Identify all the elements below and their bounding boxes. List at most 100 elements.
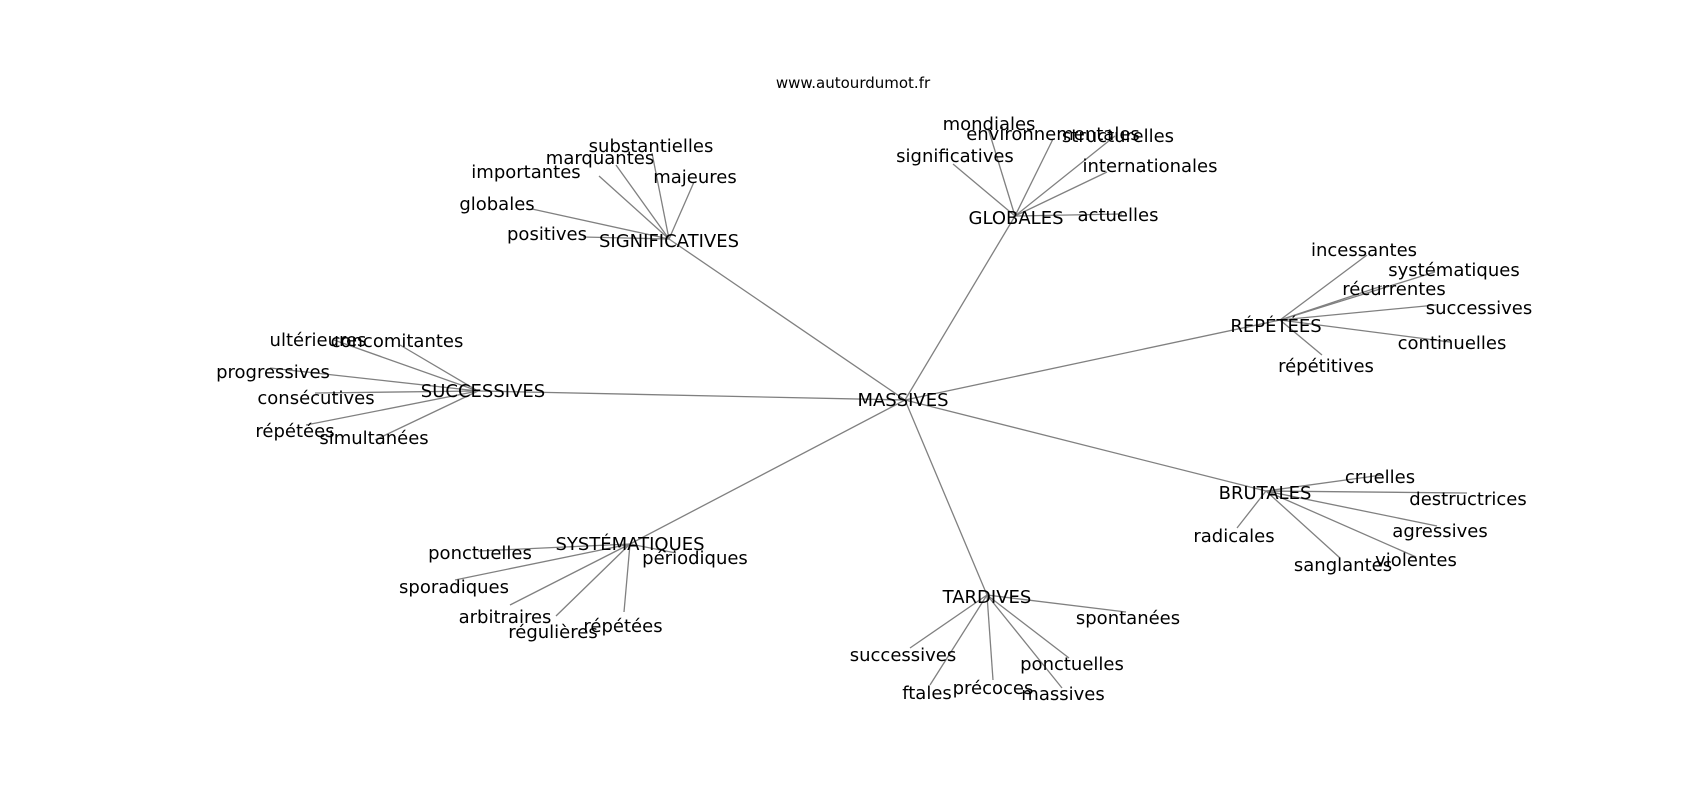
word-node[interactable]: sporadiques (399, 577, 509, 598)
word-node[interactable]: incessantes (1311, 240, 1417, 261)
word-node[interactable]: consécutives (257, 388, 374, 409)
edge-group-to-word (909, 594, 988, 649)
word-node[interactable]: répétitives (1278, 356, 1374, 377)
edge-group-to-word (454, 543, 631, 581)
word-node[interactable]: environnementales (966, 124, 1140, 145)
edge-root-to-group (629, 399, 906, 545)
graph-edges (269, 127, 1468, 689)
edge-root-to-group (904, 399, 988, 596)
edge-group-to-word (555, 543, 631, 617)
edge-group-to-word (314, 390, 479, 394)
edge-group-to-word (986, 594, 1127, 613)
edge-root-to-group (904, 215, 1016, 401)
word-node[interactable]: récurrentes (1342, 279, 1445, 300)
group-node[interactable]: BRUTALES (1219, 483, 1312, 504)
word-node[interactable]: importantes (471, 162, 580, 183)
group-node[interactable]: SYSTÉMATIQUES (555, 533, 704, 555)
edge-root-to-group (904, 399, 1267, 492)
word-node[interactable]: ultérieures (270, 330, 367, 351)
edge-group-to-word (623, 543, 631, 613)
word-node[interactable]: répétées (583, 616, 662, 637)
word-node[interactable]: significatives (896, 146, 1014, 167)
edge-group-to-word (269, 367, 479, 392)
edge-group-to-word (651, 152, 670, 240)
group-node[interactable]: SUCCESSIVES (421, 381, 545, 402)
word-node[interactable]: successives (850, 645, 957, 666)
source-watermark: www.autourdumot.fr (776, 74, 931, 92)
word-node[interactable]: internationales (1082, 156, 1217, 177)
edge-group-to-word (1014, 135, 1116, 217)
word-node[interactable]: structurelles (1062, 126, 1174, 147)
word-node[interactable]: concomitantes (331, 331, 464, 352)
edge-group-to-word (1265, 490, 1341, 559)
word-node[interactable]: destructrices (1409, 489, 1526, 510)
word-node[interactable]: continuelles (1398, 333, 1507, 354)
edge-root-to-group (668, 238, 906, 401)
edge-group-to-word (1279, 254, 1368, 321)
word-node[interactable]: cruelles (1345, 467, 1415, 488)
word-node[interactable]: mondiales (943, 114, 1036, 135)
edge-group-to-word (986, 594, 1063, 689)
edge-group-to-word (531, 208, 670, 240)
edge-group-to-word (1014, 213, 1123, 217)
word-node[interactable]: précoces (953, 678, 1034, 699)
word-node[interactable]: systématiques (1388, 260, 1519, 281)
word-node[interactable]: périodiques (642, 548, 748, 569)
edge-group-to-word (1265, 490, 1438, 527)
word-node[interactable]: ponctuelles (428, 543, 532, 564)
edge-group-to-word (1279, 319, 1323, 356)
edge-group-to-word (1279, 285, 1383, 321)
group-node[interactable]: RÉPÉTÉES (1230, 315, 1321, 337)
word-node[interactable]: ftales (902, 683, 952, 704)
edge-group-to-word (1236, 490, 1267, 529)
edge-root-to-group (477, 390, 906, 401)
word-node[interactable]: ponctuelles (1020, 654, 1124, 675)
edge-group-to-word (1279, 319, 1451, 343)
edge-group-to-word (1014, 171, 1108, 217)
root-node[interactable]: MASSIVES (857, 390, 948, 411)
word-node[interactable]: radicales (1193, 526, 1274, 547)
edge-group-to-word (333, 339, 479, 392)
word-node[interactable]: massives (1021, 684, 1104, 705)
edge-group-to-word (477, 543, 631, 552)
edge-group-to-word (615, 164, 670, 240)
word-node[interactable]: régulières (508, 622, 597, 643)
word-node[interactable]: actuelles (1078, 205, 1159, 226)
edge-group-to-word (668, 181, 695, 240)
word-node[interactable]: spontanées (1076, 608, 1180, 629)
word-node[interactable]: substantielles (589, 136, 714, 157)
graph-labels: www.autourdumot.fr substantiellesmarquan… (216, 74, 1532, 705)
word-node[interactable]: simultanées (319, 428, 428, 449)
edge-group-to-word (986, 594, 1070, 659)
edge-group-to-word (399, 344, 479, 392)
edge-group-to-word (1265, 490, 1417, 558)
edge-group-to-word (929, 594, 988, 686)
word-node[interactable]: arbitraires (459, 607, 552, 628)
word-node[interactable]: globales (459, 194, 534, 215)
edge-group-to-word (1265, 490, 1468, 494)
word-node[interactable]: violentes (1375, 550, 1457, 571)
word-node[interactable]: répétées (255, 421, 334, 442)
word-node[interactable]: marquantes (546, 148, 654, 169)
edge-group-to-word (986, 594, 994, 681)
word-node[interactable]: sanglantes (1294, 555, 1392, 576)
word-node[interactable]: progressives (216, 362, 330, 383)
edge-group-to-word (1265, 474, 1383, 492)
group-node[interactable]: TARDIVES (942, 587, 1032, 608)
edge-group-to-word (305, 390, 479, 426)
edge-group-to-word (1279, 304, 1437, 321)
edge-group-to-word (509, 543, 631, 606)
word-node[interactable]: agressives (1392, 521, 1487, 542)
word-node[interactable]: positives (507, 224, 587, 245)
edge-group-to-word (598, 175, 670, 240)
group-node[interactable]: GLOBALES (969, 208, 1064, 229)
group-node[interactable]: SIGNIFICATIVES (599, 231, 739, 252)
edge-group-to-word (952, 163, 1016, 217)
edge-group-to-word (582, 236, 670, 240)
edge-group-to-word (987, 127, 1016, 217)
word-node[interactable]: majeures (653, 167, 737, 188)
edge-group-to-word (1014, 138, 1054, 217)
edge-group-to-word (629, 543, 677, 554)
word-node[interactable]: successives (1426, 298, 1533, 319)
